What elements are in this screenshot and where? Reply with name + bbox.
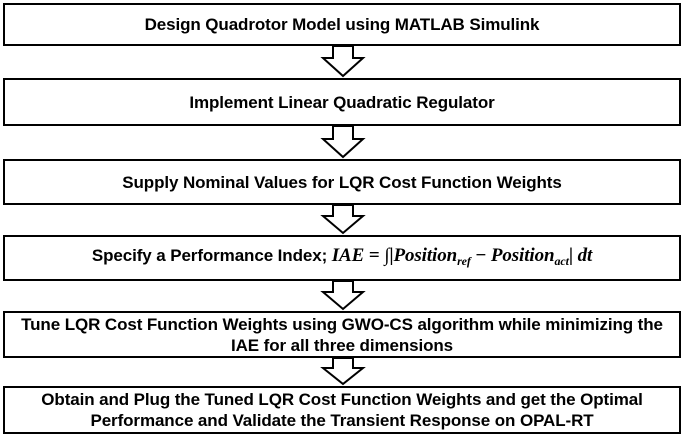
step-1-label: Design Quadrotor Model using MATLAB Simu… [144, 15, 540, 34]
arrow-3-4 [320, 204, 366, 235]
formula-lhs: IAE [331, 244, 365, 266]
arrow-2-3 [320, 125, 366, 159]
arrow-1-2 [320, 45, 366, 78]
step-6-box: Obtain and Plug the Tuned LQR Cost Funct… [3, 386, 681, 434]
arrow-4-5 [320, 280, 366, 311]
formula-equals: = [368, 244, 380, 266]
step-1-box: Design Quadrotor Model using MATLAB Simu… [3, 3, 681, 46]
formula-term1-sub: ref [457, 253, 471, 268]
formula-abs-close: | [568, 244, 573, 266]
formula-minus: − [475, 244, 487, 266]
formula-abs-open: | [389, 244, 394, 266]
formula-term2: Position [490, 244, 555, 266]
step-4-label: Specify a Performance Index; [91, 245, 328, 265]
step-6-label: Obtain and Plug the Tuned LQR Cost Funct… [41, 390, 643, 430]
arrow-5-6 [320, 357, 366, 386]
step-5-box: Tune LQR Cost Function Weights using GWO… [3, 311, 681, 358]
step-3-label: Supply Nominal Values for LQR Cost Funct… [122, 172, 562, 192]
step-2-box: Implement Linear Quadratic Regulator [3, 78, 681, 126]
formula-term2-sub: act [554, 253, 569, 268]
formula-term1: Position [393, 244, 458, 266]
iae-formula: IAE = ∫|Positionref − Positionact| dt [331, 244, 593, 268]
formula-differential: dt [577, 244, 593, 266]
formula-integral: ∫ [384, 244, 390, 266]
step-5-label: Tune LQR Cost Function Weights using GWO… [21, 314, 663, 355]
step-4-content: Specify a Performance Index; IAE = ∫|Pos… [92, 245, 592, 272]
step-3-box: Supply Nominal Values for LQR Cost Funct… [3, 159, 681, 205]
step-2-label: Implement Linear Quadratic Regulator [189, 92, 495, 112]
step-4-box: Specify a Performance Index; IAE = ∫|Pos… [3, 235, 681, 281]
